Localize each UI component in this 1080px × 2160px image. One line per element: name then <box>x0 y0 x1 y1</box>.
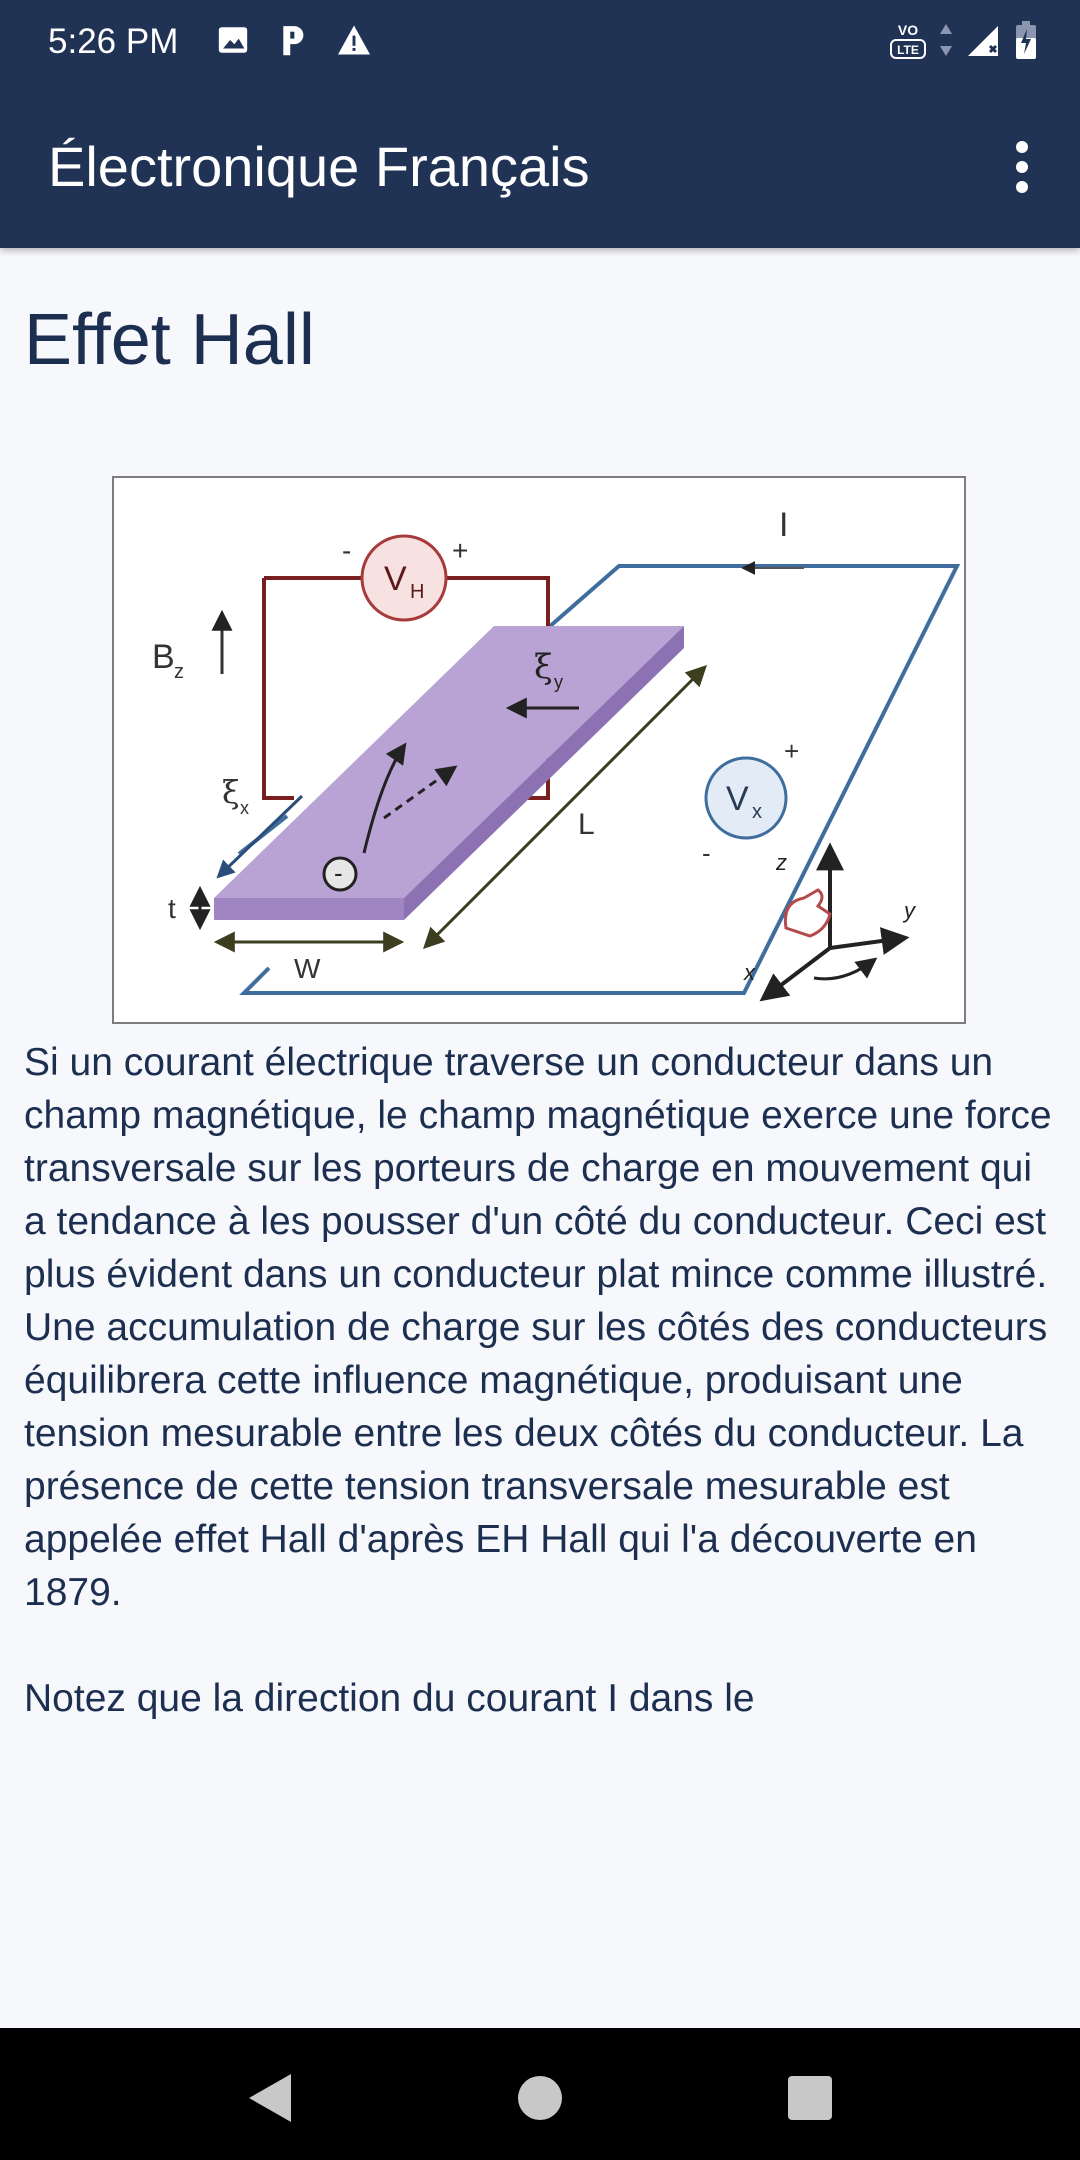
ey-label: ξ <box>534 647 553 687</box>
vx-subscript: x <box>752 801 762 823</box>
right-hand-icon <box>783 888 832 938</box>
signal-icon <box>964 22 1004 63</box>
status-time: 5:26 PM <box>48 22 179 61</box>
app-bar: Électronique Français <box>0 84 1080 248</box>
electron-label: - <box>334 858 343 888</box>
vh-subscript: H <box>410 581 424 603</box>
vx-label: V <box>726 780 749 818</box>
app-title: Électronique Français <box>48 135 590 198</box>
parking-icon <box>276 22 310 63</box>
warning-icon <box>336 24 372 61</box>
svg-text:LTE: LTE <box>897 43 919 57</box>
current-label: I <box>779 506 788 544</box>
navigation-bar <box>0 2028 1080 2160</box>
article-content[interactable]: Effet Hall I V H <box>0 248 1080 2028</box>
axis-x-label: x <box>743 960 756 985</box>
vx-minus: - <box>702 838 711 868</box>
hall-effect-figure: I V H - + ξ y - ξ x <box>112 476 966 1024</box>
system-icons: VO LTE <box>888 18 1038 67</box>
data-arrows-icon <box>938 22 954 63</box>
article-paragraph: Si un courant électrique traverse un con… <box>24 1041 1052 1614</box>
vh-label: V <box>384 560 407 598</box>
hall-effect-diagram: I V H - + ξ y - ξ x <box>152 506 961 1002</box>
more-options-button[interactable] <box>986 124 1058 210</box>
page-title: Effet Hall <box>24 300 315 380</box>
vh-plus: + <box>452 535 468 566</box>
notification-icons <box>216 22 372 63</box>
volte-icon: VO LTE <box>888 18 928 67</box>
axis-y-label: y <box>902 898 917 923</box>
image-icon <box>216 23 250 62</box>
more-vert-icon <box>1016 141 1028 193</box>
home-icon <box>518 2076 562 2120</box>
ex-label: ξ <box>222 773 240 811</box>
recents-icon <box>788 2076 832 2120</box>
back-button[interactable] <box>230 2058 310 2138</box>
bz-subscript: z <box>174 661 184 683</box>
thickness-label: t <box>168 893 176 924</box>
battery-icon <box>1014 20 1038 65</box>
svg-text:VO: VO <box>898 22 918 38</box>
status-bar: 5:26 PM VO LTE <box>0 0 1080 84</box>
ex-subscript: x <box>240 798 249 818</box>
article-body: Si un courant électrique traverse un con… <box>24 1036 1060 1778</box>
vx-plus: + <box>784 736 799 766</box>
vh-minus: - <box>342 535 351 566</box>
article-paragraph: Notez que la direction du courant I dans… <box>24 1677 755 1720</box>
recents-button[interactable] <box>770 2058 850 2138</box>
bz-label: B <box>152 638 175 676</box>
ey-subscript: y <box>554 672 563 692</box>
home-button[interactable] <box>500 2058 580 2138</box>
back-icon <box>249 2074 291 2122</box>
width-label: W <box>294 953 321 984</box>
length-label: L <box>578 808 595 841</box>
axis-z-label: z <box>775 850 787 875</box>
